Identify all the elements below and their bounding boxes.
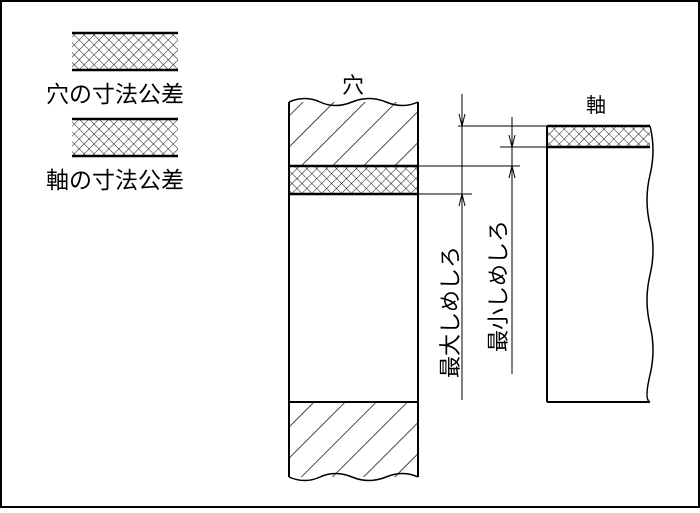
max-clearance-label: 最大しめしろ (439, 246, 464, 378)
legend-shaft-swatch (72, 117, 178, 158)
max-clearance-dimension (458, 94, 466, 400)
shaft-label: 軸 (586, 93, 606, 117)
min-clearance-dimension (508, 117, 516, 374)
extension-lines (418, 125, 547, 195)
legend-hole-swatch (72, 31, 178, 72)
hole-tolerance-band (288, 164, 419, 196)
legend-hole-label: 穴の寸法公差 (46, 82, 184, 108)
shaft-tolerance-band (546, 124, 650, 149)
hole-upper-wall (288, 97, 419, 166)
shaft-body (546, 125, 654, 403)
hole-lower-wall (288, 401, 419, 482)
legend-shaft-label: 軸の寸法公差 (46, 168, 184, 194)
hole-label: 穴 (342, 74, 364, 99)
min-clearance-label: 最小しめしろ (487, 220, 512, 352)
legend: 穴の寸法公差 軸の寸法公差 (46, 31, 184, 194)
hole-bore (288, 194, 419, 402)
